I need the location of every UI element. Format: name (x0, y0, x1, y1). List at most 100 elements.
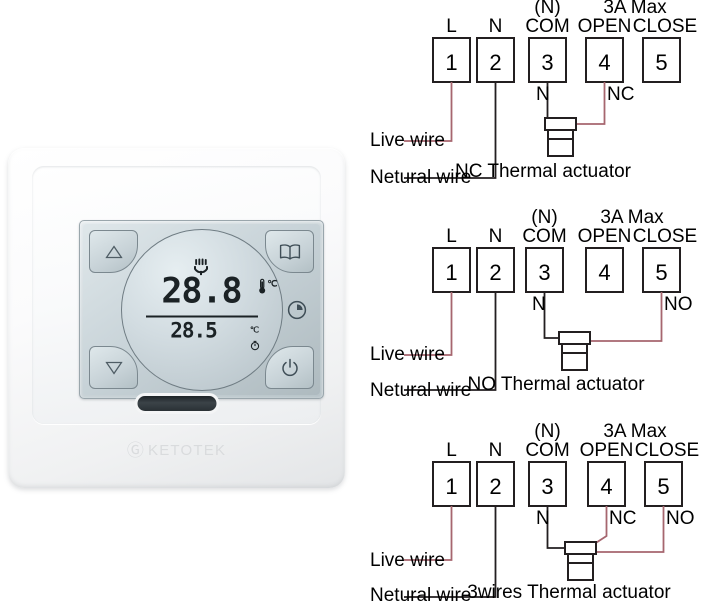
terminal-box-2 (476, 461, 515, 507)
wire-tag-NO: NO (666, 508, 695, 529)
wire-tag-NC: NC (607, 84, 634, 105)
clock-icon (287, 300, 307, 319)
diagram-nc-thermal-actuator: 1 2 3 4 5 L N COM OPEN CLOSE (N) 3A Max … (360, 0, 720, 200)
wiring-diagram-panel: 1 2 3 4 5 L N COM OPEN CLOSE (N) 3A Max … (360, 0, 720, 601)
terminal-number-4: 4 (598, 50, 610, 75)
up-button[interactable] (89, 230, 138, 273)
thermostat-screen: 28.8 ℃ 28. (83, 224, 320, 395)
nc-wire-line (576, 82, 606, 125)
neutral-wire-label: Netural wire (370, 585, 471, 601)
thermostat-inner-frame: 28.8 ℃ 28. (32, 166, 324, 424)
wire-tag-N: N (536, 84, 550, 105)
label-3a-max: 3A Max (603, 421, 667, 442)
current-temperature: 28.8 (161, 271, 242, 311)
terminal-number-3: 3 (541, 50, 553, 75)
current-unit-group: ℃ (258, 278, 278, 294)
actuator-caption: NC Thermal actuator (455, 161, 632, 182)
col-label-CLOSE: CLOSE (635, 440, 699, 461)
live-wire-line (404, 506, 453, 561)
terminal-number-1: 1 (445, 50, 457, 75)
wire-tag-N: N (536, 508, 550, 529)
terminal-box-5 (642, 247, 681, 293)
status-led-slot (137, 396, 216, 411)
terminal-box-5 (644, 461, 683, 507)
lcd-current-row: 28.8 ℃ (132, 258, 278, 314)
col-label-N: N (489, 440, 503, 461)
col-label-OPEN: OPEN (578, 226, 632, 247)
com-wire-line (543, 292, 559, 339)
thermostat-outer-frame: 28.8 ℃ 28. (8, 148, 345, 488)
terminal-box-2 (476, 247, 515, 293)
neutral-wire-line (404, 506, 497, 598)
terminal-number-3: 3 (538, 260, 550, 285)
thermostat-screen-bezel: 28.8 ℃ 28. (79, 220, 324, 399)
terminal-box-1 (432, 37, 471, 83)
actuator-caption: 3wires Thermal actuator (467, 582, 671, 601)
touch-dial[interactable] (120, 228, 283, 391)
col-label-L: L (446, 440, 457, 461)
triangle-down-icon (105, 361, 122, 375)
lcd-divider (145, 315, 258, 317)
lcd-readout: 28.8 ℃ 28. (132, 258, 278, 350)
terminal-number-5: 5 (657, 474, 669, 499)
menu-book-button[interactable] (265, 230, 314, 273)
power-button[interactable] (265, 346, 314, 389)
terminal-number-2: 2 (489, 260, 501, 285)
col-label-N: N (489, 226, 503, 247)
no-wire-line (590, 292, 663, 342)
terminal-box-1 (432, 247, 471, 293)
set-unit-group: ℃ (250, 319, 260, 355)
terminal-box-5 (642, 37, 681, 83)
col-label-OPEN: OPEN (578, 16, 632, 37)
brand-name: KETOTEK (148, 442, 227, 459)
thermal-actuator-icon (564, 541, 597, 581)
terminal-number-4: 4 (598, 260, 610, 285)
terminal-number-5: 5 (655, 260, 667, 285)
diagram-no-thermal-actuator: 1 2 3 4 5 L N COM OPEN CLOSE (N) 3A Max … (360, 200, 720, 400)
thermometer-icon (259, 278, 266, 293)
neutral-wire-line (404, 82, 497, 179)
power-icon (281, 358, 298, 376)
col-label-L: L (446, 226, 457, 247)
brand-mark-icon: Ⓖ (126, 441, 146, 460)
set-temperature: 28.5 (170, 318, 218, 342)
col-label-L: L (446, 16, 457, 37)
diagram-3wires-thermal-actuator: 1 2 3 4 5 L N COM OPEN CLOSE (N) 3A Max … (360, 400, 720, 601)
book-icon (279, 243, 300, 260)
terminal-box-4 (585, 247, 624, 293)
down-button[interactable] (89, 346, 138, 389)
thermostat-product-photo: 28.8 ℃ 28. (8, 148, 345, 488)
col-label-COM: COM (522, 226, 566, 247)
col-label-N: N (489, 16, 503, 37)
terminal-box-3 (525, 247, 564, 293)
label-neutral-paren: (N) (534, 0, 560, 18)
terminal-number-4: 4 (600, 474, 612, 499)
terminal-number-5: 5 (655, 50, 667, 75)
terminal-number-2: 2 (489, 50, 501, 75)
terminal-number-3: 3 (541, 474, 553, 499)
neutral-wire-line (404, 292, 497, 391)
brand-logo: Ⓖ KETOTEK (127, 442, 226, 459)
terminal-box-3 (528, 37, 567, 83)
live-wire-label: Live wire (370, 344, 445, 365)
neutral-wire-label: Netural wire (370, 167, 471, 188)
wire-tag-N: N (532, 294, 546, 315)
terminal-number-2: 2 (489, 474, 501, 499)
hand-heating-icon (193, 258, 208, 275)
clock-button[interactable] (286, 299, 308, 321)
col-label-OPEN: OPEN (580, 440, 634, 461)
wire-tag-NO: NO (664, 294, 693, 315)
col-label-CLOSE: CLOSE (633, 226, 697, 247)
com-wire-line (546, 506, 565, 549)
col-label-CLOSE: CLOSE (633, 16, 697, 37)
label-neutral-paren: (N) (531, 207, 557, 228)
live-wire-label: Live wire (370, 550, 445, 571)
terminal-box-4 (587, 461, 626, 507)
actuator-caption: NO Thermal actuator (467, 374, 645, 395)
no-wire-line (588, 506, 665, 553)
thermal-actuator-icon (544, 117, 577, 157)
live-wire-line (404, 82, 453, 142)
live-wire-label: Live wire (370, 130, 445, 151)
neutral-wire-label: Netural wire (370, 380, 471, 400)
terminal-number-1: 1 (445, 474, 457, 499)
